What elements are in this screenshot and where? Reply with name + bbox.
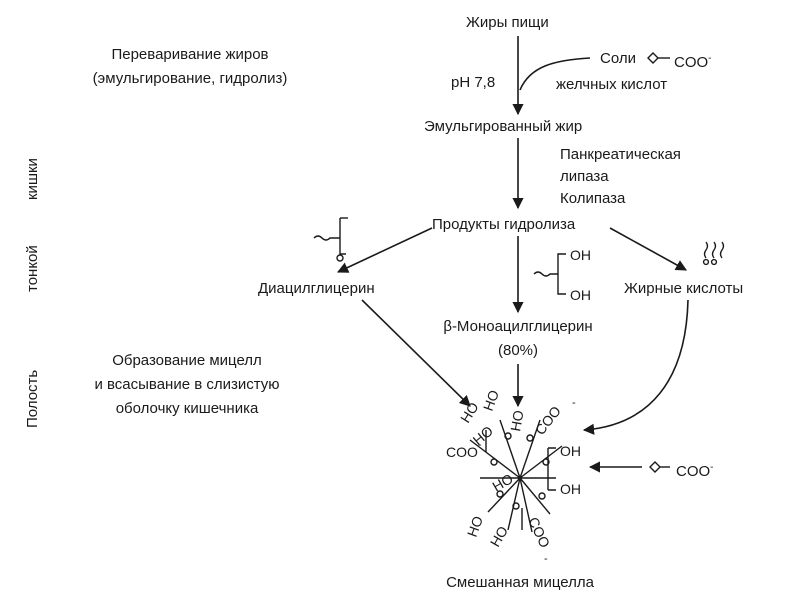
bile-salt-diamond-icon <box>647 52 670 64</box>
colipase-label: Колипаза <box>560 190 626 207</box>
micelle-ho-2: HO <box>480 388 502 413</box>
digest-heading-line1: Переваривание жиров <box>111 46 269 63</box>
bile-salt-diamond-icon-2 <box>649 461 670 473</box>
vertical-label-intestine: кишки <box>24 158 41 200</box>
vertical-label-small: тонкой <box>24 245 41 292</box>
bile-salts-group: COO- <box>674 50 712 72</box>
micelle-ho-1: HO <box>457 399 482 425</box>
monoacylglycerol-label: β-Моноацилглицерин <box>443 318 593 335</box>
bile-salts-group-text: COO <box>674 54 709 71</box>
micelle-coo-left: COO <box>446 444 478 460</box>
micelle-heading-line1: Образование мицелл <box>112 352 262 369</box>
micelle-groups: HO HO HO HO COO - COO - OH OH HO HO HO C… <box>446 388 581 565</box>
ph-label: pH 7,8 <box>451 74 496 91</box>
fatty-acids-label: Жирные кислоты <box>624 280 744 297</box>
micelle-heading-line2: и всасывание в слизистую <box>94 376 280 393</box>
fatty-acids-molecule-icon <box>702 241 725 266</box>
monoacylglycerol-molecule-icon <box>533 253 566 295</box>
vertical-label-cavity: Полость <box>24 369 41 428</box>
micelle-coo-bottom: COO <box>525 515 553 551</box>
mono-oh-2: OH <box>570 287 591 303</box>
mono-oh-1: OH <box>570 247 591 263</box>
pancreatic-lipase-line2: липаза <box>560 168 609 185</box>
bile-acids-label: желчных кислот <box>556 76 668 93</box>
hydrolysis-products-label: Продукты гидролиза <box>432 216 576 233</box>
micelle-coo-left-charge: - <box>478 439 482 451</box>
micelle-ho-4: HO <box>507 409 526 433</box>
bile-salt-group-2: COO- <box>676 459 714 481</box>
arrow-diacyl-to-micelle <box>361 299 471 407</box>
micelle-coo-top: COO <box>532 403 564 438</box>
arrow-bile-salts-join <box>519 57 591 91</box>
micelle-oh-right-2: OH <box>560 481 581 497</box>
bile-salts-prefix: Соли <box>600 50 636 67</box>
monoacylglycerol-percent: (80%) <box>497 342 538 359</box>
micelle-heading-line3: оболочку кишечника <box>115 400 259 417</box>
pancreatic-lipase-line1: Панкреатическая <box>560 146 681 163</box>
micelle-oh-right-1: OH <box>560 443 581 459</box>
emulsified-fat-label: Эмульгированный жир <box>424 118 583 135</box>
micelle-ho-5: HO <box>464 514 486 539</box>
arrow-fattyacids-to-micelle <box>582 299 689 435</box>
bile-salts-charge: - <box>708 53 712 64</box>
micelle-coo-bottom-charge: - <box>544 553 548 565</box>
diacylglycerol-molecule-icon <box>313 217 348 262</box>
mixed-micelle-label: Смешанная мицелла <box>446 574 594 591</box>
bile-salt-charge-2: - <box>710 462 714 473</box>
micelle-coo-top-charge: - <box>572 397 576 409</box>
micelle-ho-6: HO <box>487 523 511 549</box>
bile-salt-group-2-text: COO <box>676 463 711 480</box>
arrow-products-to-diacyl <box>336 227 433 273</box>
micelle-ho-7: HO <box>490 470 516 494</box>
dietary-fats-label: Жиры пищи <box>466 14 549 31</box>
micelle-core-icon <box>469 419 563 533</box>
arrow-products-to-fattyacids <box>609 227 687 271</box>
digest-heading-line2: (эмульгирование, гидролиз) <box>92 70 288 87</box>
diacylglycerol-label: Диацилглицерин <box>258 280 375 297</box>
